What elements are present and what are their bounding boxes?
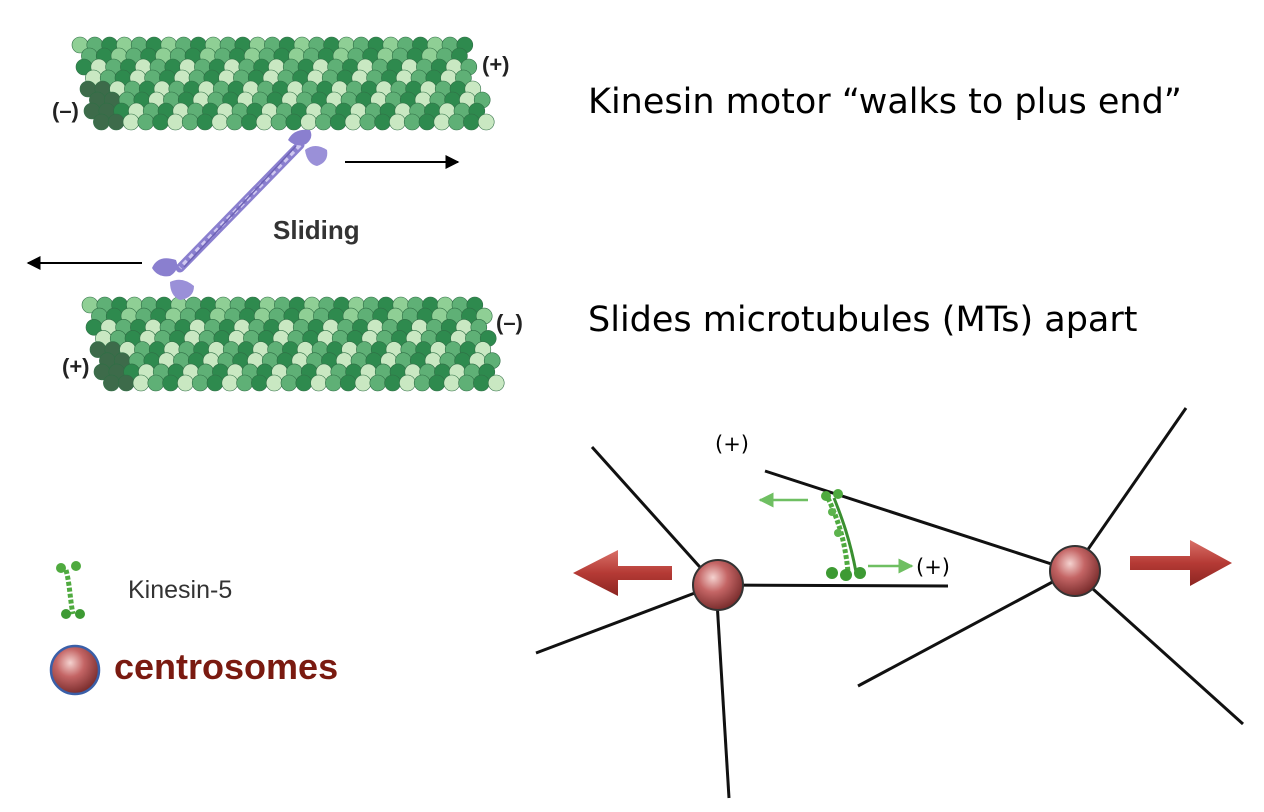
kinesin-motor [152,129,328,300]
mt-top-plus-label: (+) [482,52,510,77]
kinesin5-legend-icon [56,561,85,619]
mt-bottom-minus-label: (–) [496,310,523,335]
kinesin5-motor [758,489,914,581]
microtubule-top [71,36,495,131]
centrosome-legend-icon [49,644,101,696]
spindle-plus-label-lower: (+) [916,555,950,579]
mt-top-minus-label: (–) [52,98,79,123]
centrosome-right [1049,545,1101,597]
spindle-plus-label-upper: (+) [715,432,749,456]
sliding-label: Sliding [273,215,360,245]
legend-centrosomes-label: centrosomes [114,646,339,687]
legend-kinesin5-label: Kinesin-5 [128,576,233,604]
red-arrow-left [573,550,672,596]
centrosome-left [692,559,744,611]
caption-kinesin-walks: Kinesin motor “walks to plus end” [588,82,1182,122]
red-arrow-right [1130,540,1232,586]
spindle-diagram [535,407,1245,799]
microtubule-bottom [81,296,505,392]
caption-slides-apart: Slides microtubules (MTs) apart [588,300,1138,340]
mt-bottom-plus-label: (+) [62,354,90,379]
